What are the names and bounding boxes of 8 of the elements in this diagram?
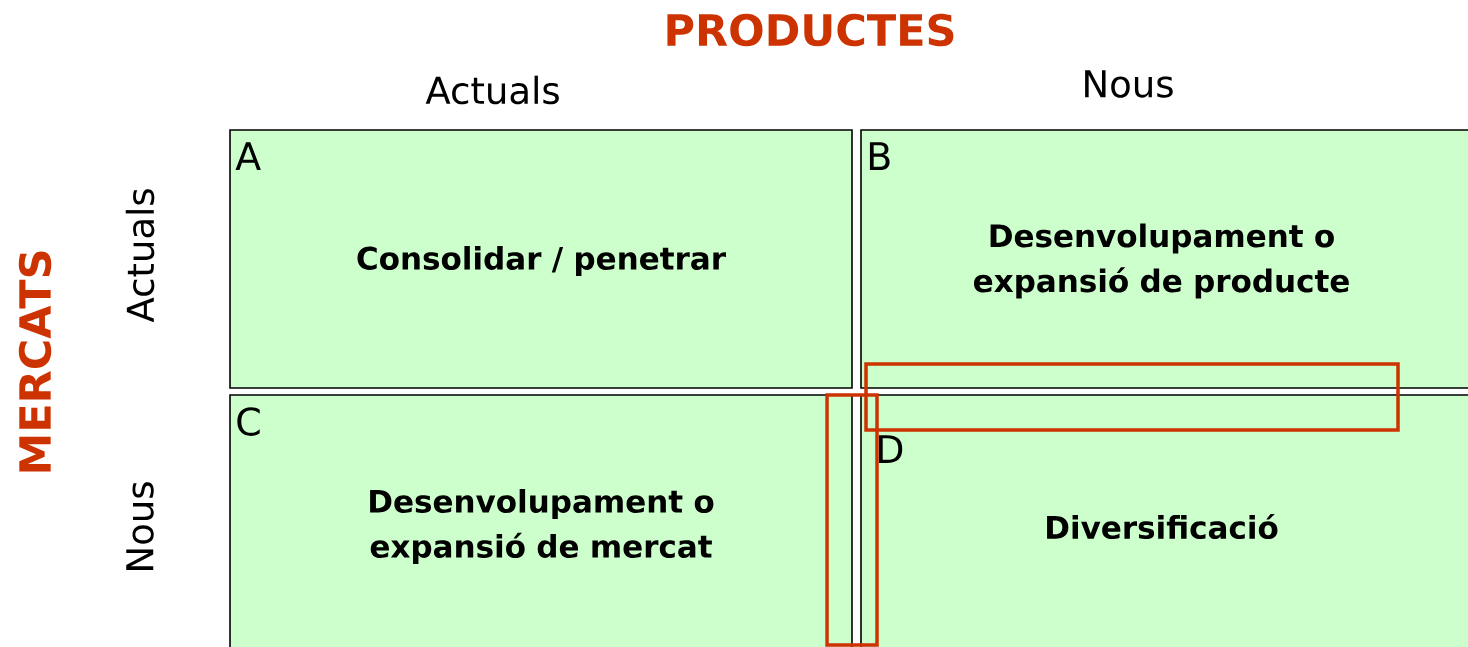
axis-title: MERCATS — [18, 251, 52, 472]
axis-label: Nous — [126, 482, 154, 570]
axis-title: PRODUCTES — [667, 13, 954, 47]
axis-label: Actuals — [125, 189, 155, 323]
quadrant-box: A Consolidar / penetrar — [229, 129, 853, 389]
quadrant-box: C Desenvolupament o expansió de mercat — [229, 394, 853, 647]
quadrant-box: D Diversificació — [860, 394, 1468, 647]
quadrant-box: B Desenvolupament o expansió de producte — [860, 129, 1468, 389]
